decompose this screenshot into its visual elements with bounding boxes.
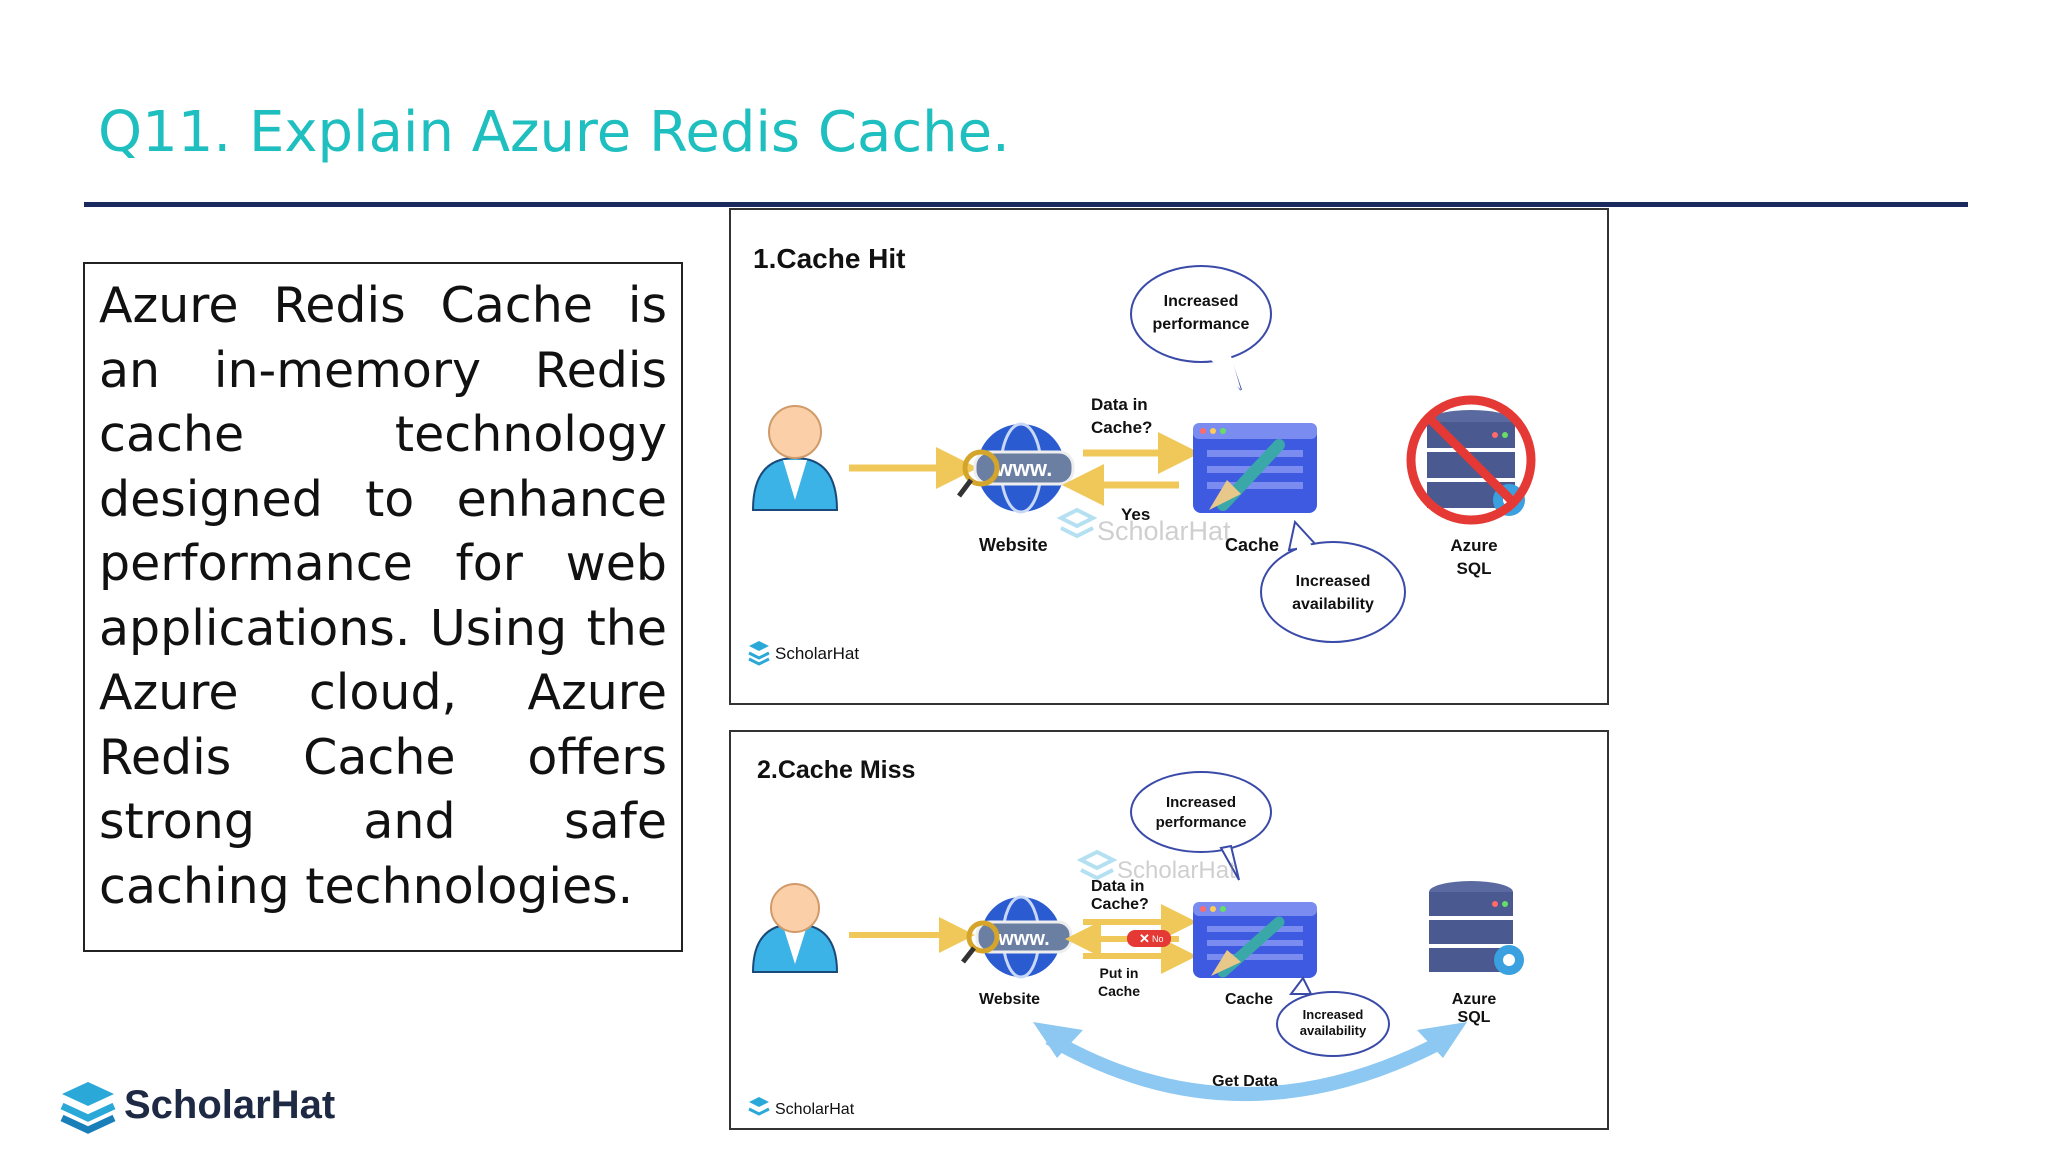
db-label-line-2: SQL xyxy=(1457,559,1492,578)
bubble-performance xyxy=(1130,265,1272,391)
website-globe-icon: www. xyxy=(961,895,1073,979)
user-icon xyxy=(751,883,839,973)
brand-text: ScholarHat xyxy=(124,1083,335,1127)
bubble-bottom-line-1: Increased xyxy=(1296,573,1371,590)
scholarhat-logo-small xyxy=(748,1097,770,1116)
watermark: ScholarHat xyxy=(1076,849,1236,884)
db-label-line-1: Azure xyxy=(1450,536,1497,555)
logo-small-text: ScholarHat xyxy=(775,1101,855,1118)
get-data-label: Get Data xyxy=(1212,1073,1278,1090)
bubble-top-line-1: Increased xyxy=(1166,794,1236,811)
get-data-arrow xyxy=(1045,1031,1453,1101)
user-icon xyxy=(751,405,839,511)
description-box: Azure Redis Cache is an in-memory Redis … xyxy=(83,262,683,952)
question-line-1: Data in xyxy=(1091,395,1148,414)
title-divider xyxy=(84,202,1968,207)
cache-label: Cache xyxy=(1225,991,1273,1008)
www-label: www. xyxy=(997,928,1049,950)
cache-label: Cache xyxy=(1225,535,1279,555)
logo-small-text: ScholarHat xyxy=(775,644,859,663)
cache-icon xyxy=(1193,902,1317,978)
no-badge: ✕ No xyxy=(1127,930,1171,947)
question-line-1: Data in xyxy=(1091,878,1144,895)
bubble-top-line-2: performance xyxy=(1156,814,1247,831)
database-icon xyxy=(1429,881,1524,975)
db-label-line-2: SQL xyxy=(1458,1009,1491,1026)
question-line-2: Cache? xyxy=(1091,896,1149,913)
website-label: Website xyxy=(979,991,1040,1008)
question-line-2: Cache? xyxy=(1091,418,1152,437)
slide-title: Q11. Explain Azure Redis Cache. xyxy=(98,100,1010,165)
website-label: Website xyxy=(979,535,1048,555)
bubble-top-line-2: performance xyxy=(1153,316,1250,333)
cache-icon xyxy=(1193,423,1317,513)
bubble-availability xyxy=(1260,519,1406,643)
scholarhat-brand: ScholarHat xyxy=(58,1072,358,1147)
description-text: Azure Redis Cache is an in-memory Redis … xyxy=(99,277,667,915)
cache-miss-diagram: 2.Cache Miss Increased performance Schol… xyxy=(729,730,1609,1130)
put-line-2: Cache xyxy=(1098,983,1140,999)
scholarhat-logo-small xyxy=(748,641,770,666)
watermark: ScholarHat xyxy=(1056,507,1231,546)
bubble-top-line-1: Increased xyxy=(1164,293,1239,310)
bubble-availability xyxy=(1276,976,1390,1057)
scholarhat-logo-icon xyxy=(60,1082,116,1134)
get-data-arrowhead-right xyxy=(1417,1022,1467,1058)
bubble-bottom-line-2: availability xyxy=(1300,1023,1367,1038)
svg-text:✕: ✕ xyxy=(1139,931,1150,946)
website-globe-icon: www. xyxy=(957,422,1075,514)
www-label: www. xyxy=(995,456,1053,481)
get-data-arrowhead-left xyxy=(1033,1022,1083,1058)
watermark-text: ScholarHat xyxy=(1097,516,1231,546)
cache-hit-diagram: 1.Cache Hit www. Website Data in Cache? … xyxy=(729,208,1609,705)
yes-label: Yes xyxy=(1121,505,1150,524)
watermark-text: ScholarHat xyxy=(1117,857,1236,884)
db-label-line-1: Azure xyxy=(1452,991,1497,1008)
bubble-bottom-line-1: Increased xyxy=(1303,1007,1364,1022)
cache-miss-heading: 2.Cache Miss xyxy=(757,756,915,784)
put-line-1: Put in xyxy=(1100,965,1139,981)
bubble-performance xyxy=(1130,771,1272,881)
no-label: No xyxy=(1152,934,1164,944)
bubble-bottom-line-2: availability xyxy=(1292,596,1374,613)
cache-hit-heading: 1.Cache Hit xyxy=(753,243,906,274)
no-sign-icon xyxy=(1406,395,1536,525)
